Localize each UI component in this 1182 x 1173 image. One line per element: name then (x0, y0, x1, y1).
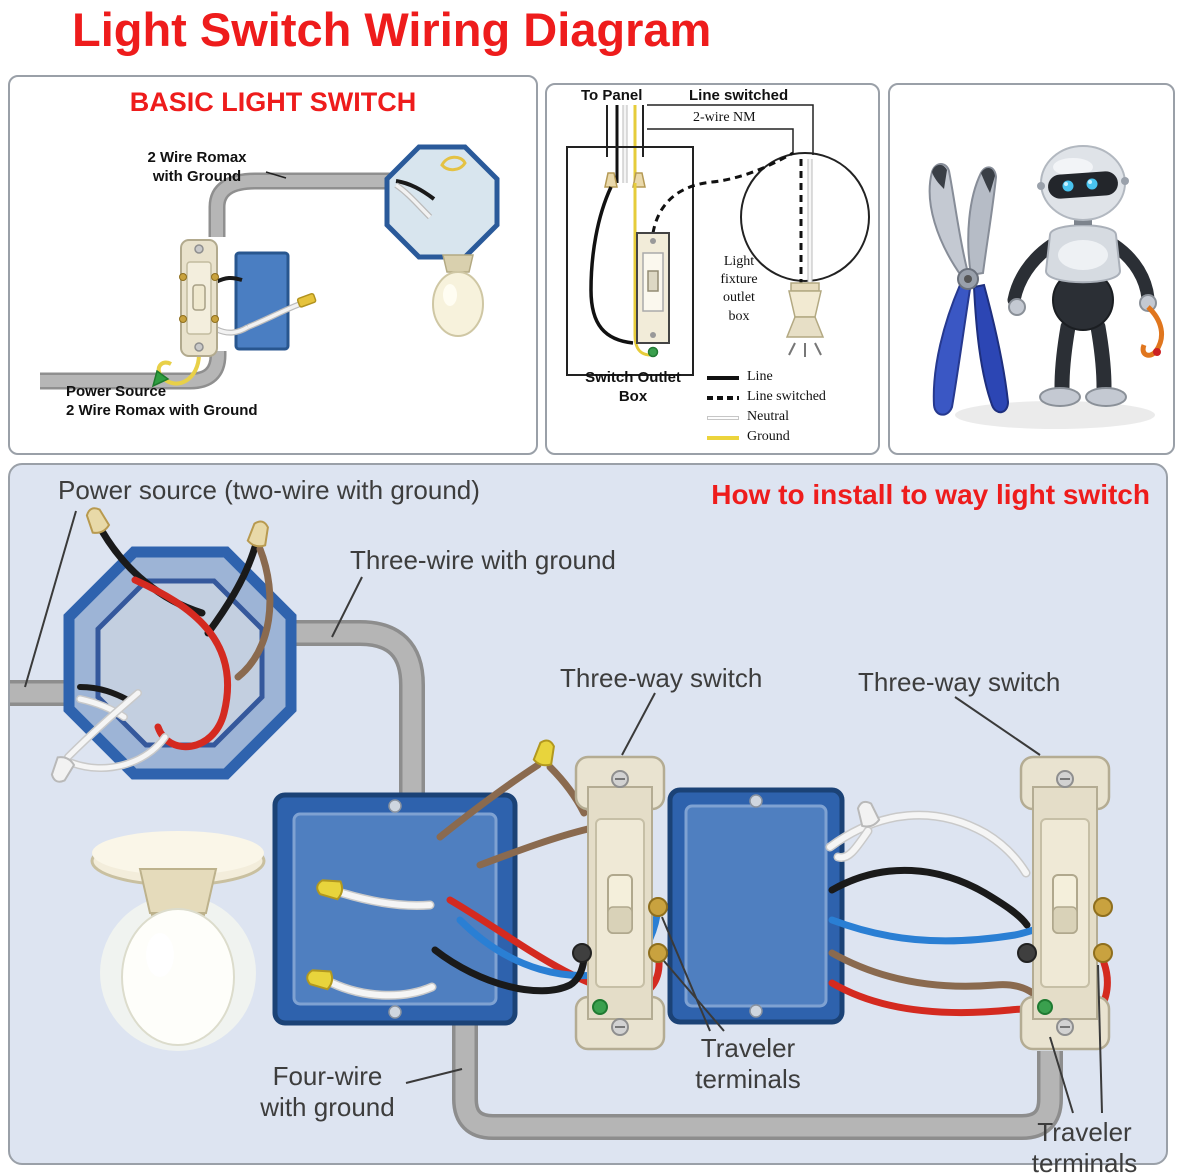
crimp-connector (296, 292, 317, 308)
junction-wires (64, 527, 274, 772)
three-way-switch-right (1016, 755, 1114, 1051)
lamp-holder (785, 282, 825, 357)
fixture-box-label: Light fixture outlet box (720, 254, 758, 324)
conduit-wires (615, 105, 637, 183)
light-fixture (90, 831, 266, 1051)
switch-box-outline (566, 146, 694, 376)
legend-label: Neutral (747, 409, 789, 425)
basic-panel-title: BASIC LIGHT SWITCH (129, 87, 417, 117)
basic-switch-diagram (40, 144, 500, 390)
traveler-terminals-left-label: Traveler terminals (695, 1033, 801, 1094)
fixture-outlet-circle (740, 152, 870, 282)
light-bulb (121, 908, 235, 1046)
plier-handle (932, 283, 972, 416)
three-way-switch-right-label: Three-way switch (858, 667, 1061, 697)
device-box (234, 251, 290, 351)
power-source-label: Power source (two-wire with ground) (58, 475, 480, 505)
switch-outlet-box-label: Switch Outlet Box (585, 369, 681, 405)
robot-eye (1086, 178, 1098, 190)
switch-outlet-panel: To Panel Line switched 2-wire NM Light f… (545, 83, 880, 455)
install-title: How to install to way light switch (711, 479, 1150, 510)
four-wire-conduit (452, 1017, 1063, 1140)
robot-with-pliers-image (928, 145, 1165, 429)
robot-eye (1062, 180, 1074, 192)
wire-in-hand (1140, 305, 1165, 358)
power-cable (40, 351, 227, 390)
three-wire-conduit (278, 620, 425, 800)
switch-device (636, 232, 670, 358)
legend-row-ground: Ground (707, 429, 826, 445)
diagonal-pliers (928, 163, 1010, 416)
switch-box-left (272, 792, 518, 1026)
light-fixture-box (384, 144, 500, 260)
green-wire-nut (151, 369, 170, 388)
nm-cable-route (647, 104, 814, 155)
ground-wire (633, 183, 652, 357)
line-wire (589, 186, 634, 345)
plier-handle (972, 283, 1010, 414)
legend-label: Ground (747, 429, 790, 445)
line-switched-label: Line switched (689, 87, 789, 104)
to-panel-conduit (606, 105, 644, 157)
wire-legend: Line Line switched Neutral Ground (707, 369, 826, 445)
romax-label: 2 Wire Romax with Ground (147, 149, 247, 185)
line-switched-swatch (707, 395, 739, 400)
toggle-switch (179, 239, 219, 357)
three-way-switch-left-label: Three-way switch (560, 663, 763, 693)
three-wire-label: Three-wire with ground (350, 545, 616, 575)
wire-nuts (50, 507, 881, 991)
light-rays (788, 342, 822, 357)
switch-jumpers (151, 275, 317, 388)
robot-visor (1048, 171, 1118, 199)
legend-label: Line switched (747, 389, 826, 405)
line-switched-wire (651, 151, 794, 234)
legend-row-neutral: Neutral (707, 409, 826, 425)
nm-cable-label: 2-wire NM (693, 110, 756, 125)
robot-image-panel (888, 83, 1175, 455)
neutral-swatch (707, 415, 739, 420)
legend-label: Line (747, 369, 773, 385)
traveler-terminals-right-label: Traveler terminals (1031, 1117, 1138, 1173)
to-panel-label: To Panel (581, 87, 643, 104)
ground-pigtail-curl (440, 155, 467, 172)
legend-row-line: Line (707, 369, 826, 385)
switch-outlet-diagram (566, 104, 870, 376)
page-title: Light Switch Wiring Diagram (72, 3, 712, 56)
four-wire-label: Four-wire with ground (260, 1061, 395, 1122)
line-swatch (707, 375, 739, 380)
wire-nut (604, 172, 618, 188)
octagon-junction-box (63, 546, 297, 780)
install-guide-panel: Power source (two-wire with ground) How … (8, 463, 1168, 1173)
switch-box-right (667, 787, 845, 1025)
robot (1007, 145, 1165, 407)
ground-swatch (707, 435, 739, 440)
pointer-lines (24, 510, 1103, 1114)
light-bulb (432, 254, 484, 337)
power-source-label: Power Source 2 Wire Romax with Ground (66, 383, 258, 419)
legend-row-line-switched: Line switched (707, 389, 826, 405)
pointer-line (265, 171, 287, 179)
three-way-wiring-diagram (10, 507, 1114, 1140)
basic-light-switch-panel: BASIC LIGHT SWITCH (8, 75, 538, 455)
three-way-switch-left (571, 755, 669, 1051)
switch-leg-cable (208, 172, 396, 237)
